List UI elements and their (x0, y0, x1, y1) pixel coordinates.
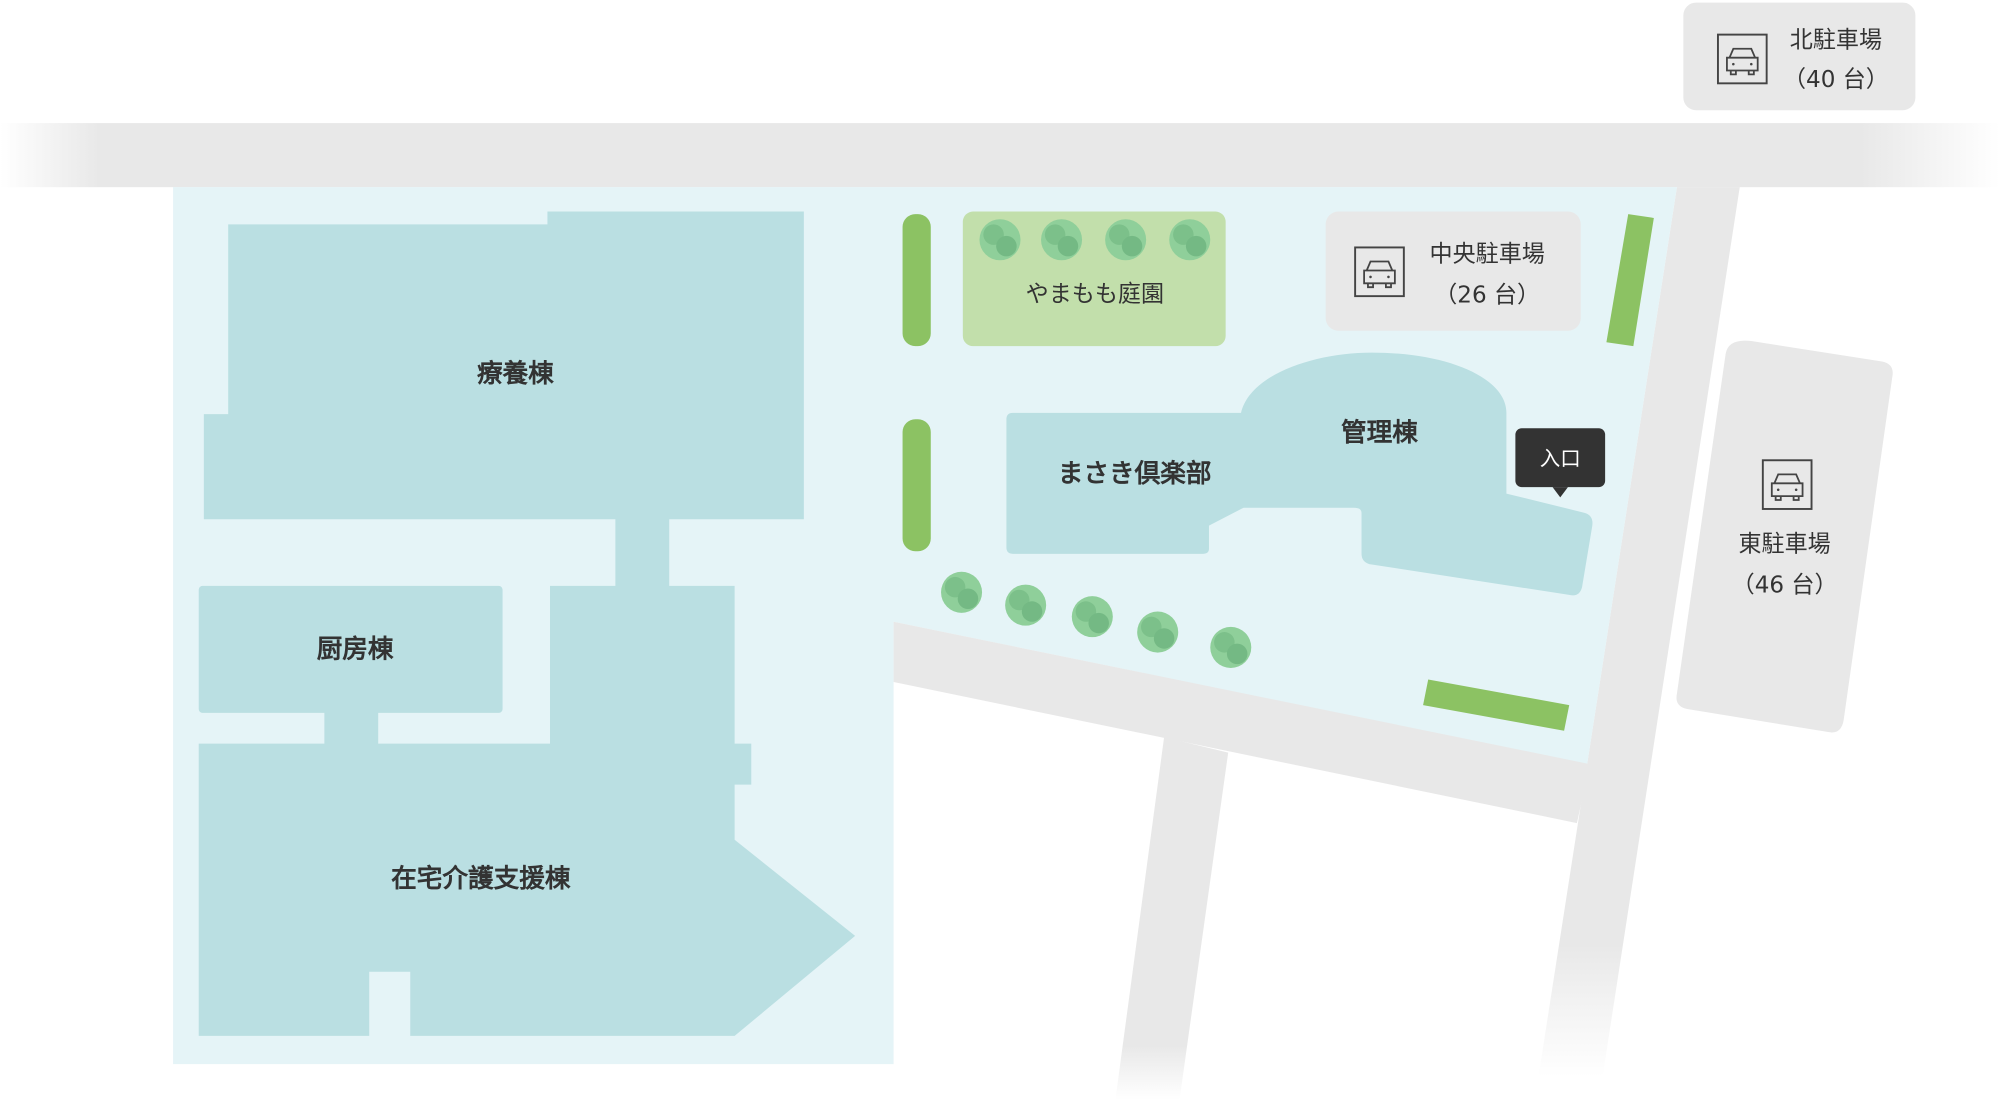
parking-central-name: 中央駐車場 (1430, 242, 1545, 268)
tree-icon (1137, 611, 1179, 653)
garden-yamamomo[interactable]: やまもも庭園 (962, 211, 1226, 347)
hedge-icon (1606, 214, 1654, 347)
tree-icon (1041, 219, 1083, 261)
road-north (0, 123, 2000, 188)
tree-icon (1105, 219, 1147, 261)
connector-corridor (615, 517, 670, 588)
tree-icon (941, 571, 983, 613)
entrance-label: 入口 (1540, 446, 1581, 470)
building-kanri-label: 管理棟 (1341, 418, 1418, 448)
building-masaki-label: まさき倶楽部 (1058, 459, 1212, 489)
building-zaitaku[interactable]: 在宅介護支援棟 (198, 585, 856, 1036)
building-chubo-label: 厨房棟 (317, 635, 394, 665)
connector-corridor (324, 711, 379, 745)
parking-central-capacity: （26 台） (1434, 283, 1540, 309)
tree-icon (979, 219, 1021, 261)
building-masaki-kanri[interactable]: まさき倶楽部 管理棟 (1006, 352, 1593, 596)
road-south-vertical (1115, 737, 1229, 1100)
hedge-icon (1423, 679, 1570, 731)
tree-icon (1005, 584, 1047, 626)
building-chubo[interactable]: 厨房棟 (198, 585, 503, 713)
road-diagonal (893, 621, 1590, 824)
hedge-icon (902, 214, 931, 347)
building-zaitaku-label: 在宅介護支援棟 (391, 863, 571, 894)
tree-icon (1169, 219, 1211, 261)
parking-east[interactable]: 東駐車場 （46 台） (1676, 340, 1893, 733)
entrance-marker[interactable]: 入口 (1515, 428, 1606, 498)
road-east (1538, 187, 1740, 1077)
hedge-icon (902, 419, 931, 552)
parking-central[interactable]: 中央駐車場 （26 台） (1325, 211, 1581, 331)
building-ryoyo-label: 療養棟 (477, 359, 554, 389)
garden-label: やまもも庭園 (1026, 281, 1164, 307)
building-ryoyo[interactable]: 療養棟 (203, 211, 804, 520)
parking-north[interactable]: 北駐車場 （40 台） (1683, 2, 1916, 111)
parking-east-capacity: （46 台） (1732, 572, 1838, 598)
tree-icon (1071, 596, 1113, 638)
parking-north-capacity: （40 台） (1783, 67, 1889, 93)
parking-north-name: 北駐車場 (1790, 27, 1882, 53)
parking-east-name: 東駐車場 (1738, 531, 1830, 557)
tree-icon (1210, 626, 1252, 668)
